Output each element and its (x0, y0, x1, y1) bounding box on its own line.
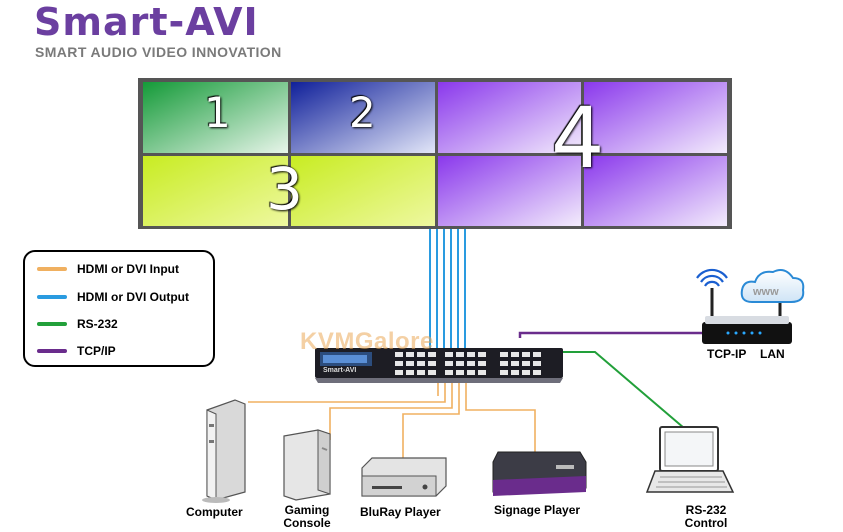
legend-item-hdmi-output: HDMI or DVI Output (37, 287, 189, 307)
wall-tile-4b (584, 82, 727, 153)
cloud-label: www (753, 286, 779, 298)
watermark: KVMGalore (300, 328, 434, 355)
rs232-control-label: RS-232 Control (679, 504, 733, 530)
gaming-console-label: Gaming Console (282, 504, 332, 530)
gaming-label-line1: Gaming (284, 503, 330, 517)
zone-4-label: 4 (551, 89, 605, 187)
legend-label: TCP/IP (77, 344, 116, 358)
matrix-switcher (315, 348, 563, 383)
wall-tile-4d (584, 156, 727, 226)
input-cables (248, 378, 536, 460)
cloud-icon (740, 269, 805, 303)
wall-tile-1 (143, 82, 288, 153)
zone-3-label: 3 (266, 155, 303, 223)
tcpip-cable (518, 331, 702, 338)
output-cables (429, 229, 466, 348)
zone-2-label: 2 (349, 88, 376, 137)
legend: HDMI or DVI Input HDMI or DVI Output RS-… (23, 250, 215, 367)
gaming-console-icon (283, 429, 331, 501)
legend-label: HDMI or DVI Input (77, 262, 179, 276)
green-line-swatch (37, 322, 67, 326)
bluray-label: BluRay Player (360, 505, 441, 519)
gaming-label-line2: Console (283, 516, 331, 530)
router-icon (696, 268, 792, 344)
purple-line-swatch (37, 349, 67, 353)
orange-line-swatch (37, 267, 67, 271)
lan-label: LAN (760, 347, 785, 361)
wall-tile-4a (438, 82, 581, 153)
video-wall (143, 82, 727, 226)
zone-1-label: 1 (204, 88, 231, 137)
computer-icon (202, 399, 246, 503)
legend-label: HDMI or DVI Output (77, 290, 189, 304)
rs232-label-line1: RS-232 (685, 503, 727, 517)
rs232-label-line2: Control (684, 516, 728, 530)
blue-line-swatch (37, 295, 67, 299)
legend-label: RS-232 (77, 317, 118, 331)
legend-item-tcpip: TCP/IP (37, 341, 116, 361)
computer-label: Computer (186, 505, 243, 519)
tcpip-label: TCP-IP (707, 347, 747, 361)
legend-item-rs232: RS-232 (37, 314, 118, 334)
wall-tile-4c (438, 156, 581, 226)
legend-item-hdmi-input: HDMI or DVI Input (37, 259, 179, 279)
wall-tile-3a (143, 156, 288, 226)
brand-logo: Smart-AVI (34, 0, 259, 44)
rs232-cable (562, 351, 685, 429)
wall-tile-2 (291, 82, 435, 153)
laptop-icon (645, 426, 735, 493)
bluray-player-icon (361, 457, 447, 497)
switcher-brand: Smart-AVI (323, 367, 357, 374)
wall-tile-3b (291, 156, 435, 226)
signage-player-icon (492, 451, 587, 496)
signage-label: Signage Player (494, 503, 581, 517)
brand-tagline: SMART AUDIO VIDEO INNOVATION (35, 44, 282, 60)
